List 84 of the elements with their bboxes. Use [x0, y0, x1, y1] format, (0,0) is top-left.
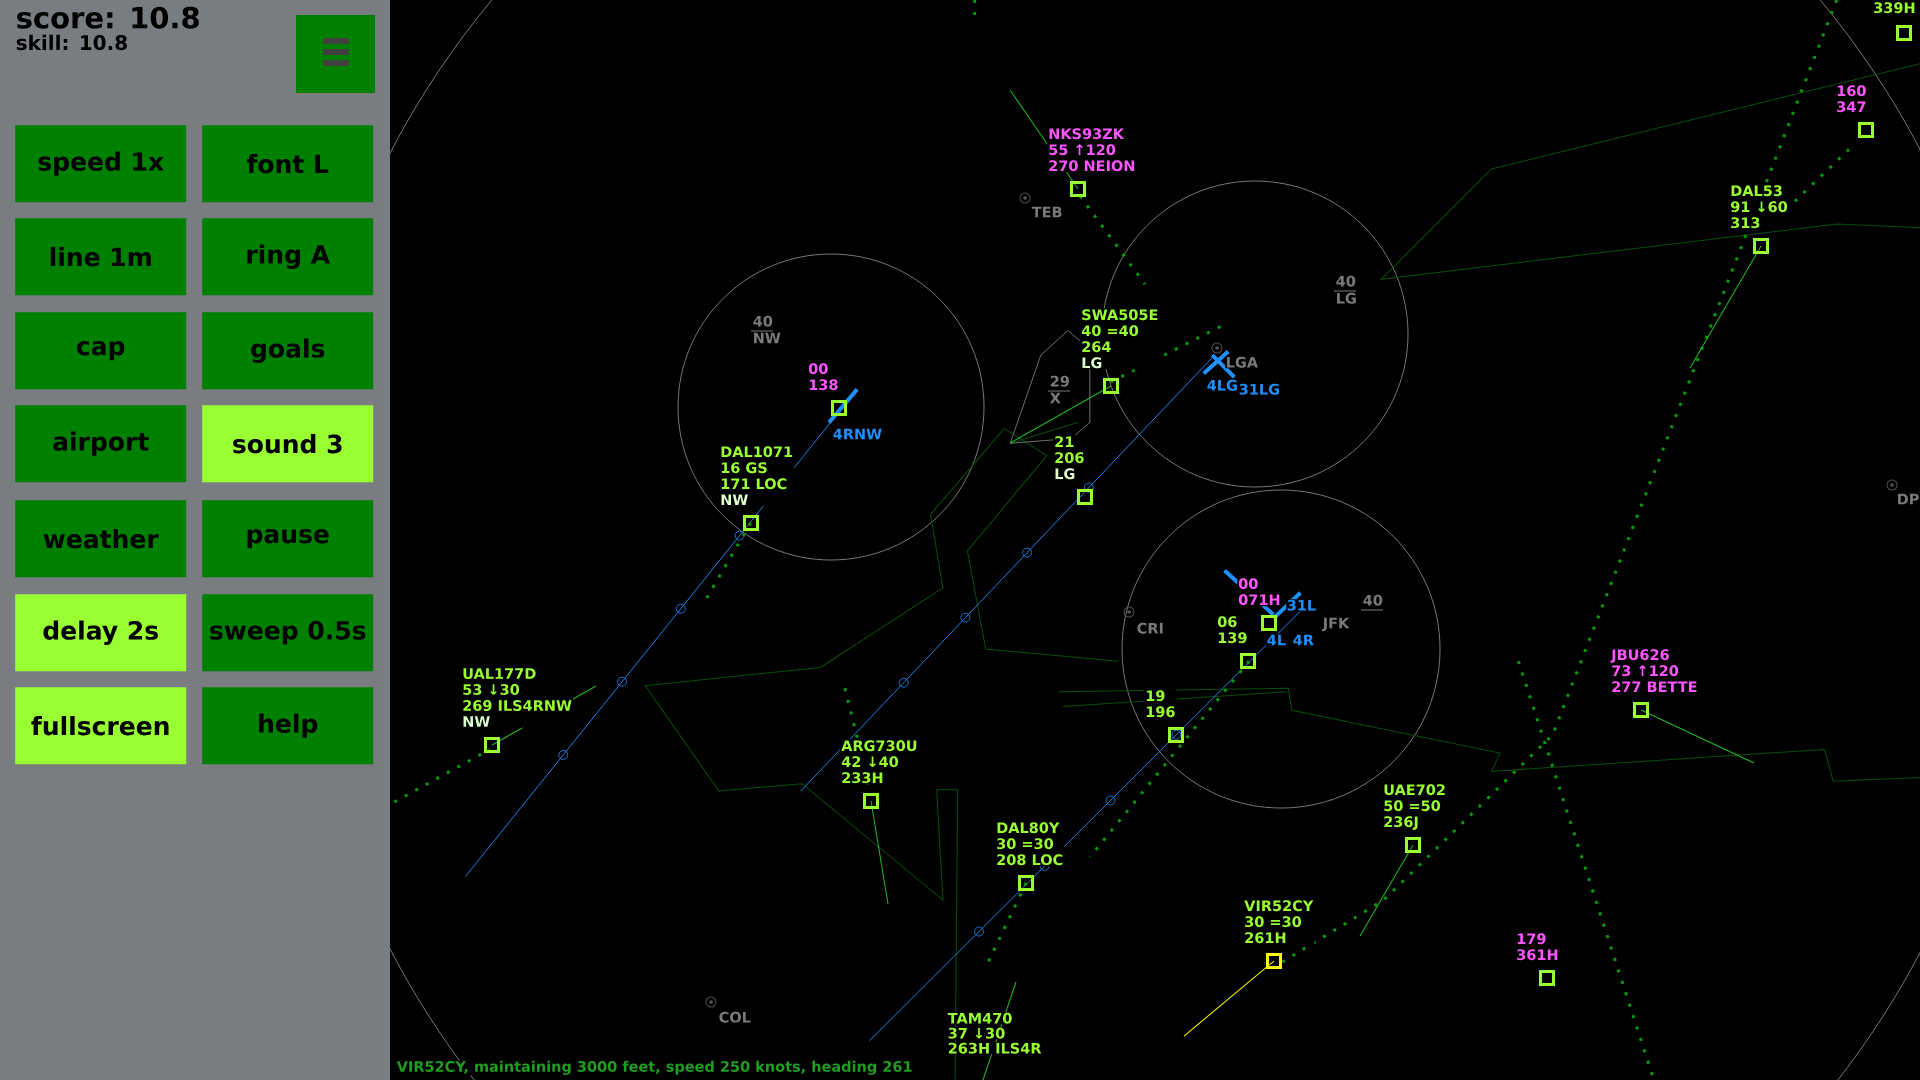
data-block: 19 196	[1144, 689, 1177, 719]
data-block: 179 361H	[1515, 932, 1560, 962]
runway-label: 4L	[1266, 634, 1287, 646]
data-block: UAE702 50 =50 236J	[1382, 783, 1447, 831]
button: font L	[202, 125, 374, 203]
button: speed 1x	[15, 125, 187, 203]
score-text: score: 10.8	[15, 6, 202, 30]
runway-label: 4RNW	[832, 428, 883, 440]
data-block: DAL80Y 30 =30 208 LOC	[995, 821, 1065, 867]
data-block: 339H	[1872, 1, 1917, 15]
runway-label: 31LG	[1238, 383, 1281, 396]
node-label: DAL1071	[721, 446, 793, 458]
aircraft-target	[1077, 489, 1093, 505]
altitude-label: 40	[1362, 594, 1384, 607]
data-block: 160 347	[1835, 84, 1868, 114]
map-label: DP	[1896, 493, 1920, 505]
altitude-label: 40	[1335, 275, 1357, 288]
aircraft-target	[863, 793, 879, 809]
data-block: DAL1071 16 GS 171 LOC NW	[719, 445, 795, 506]
node-label: 16 GS	[721, 462, 767, 474]
data-block: 06 139	[1216, 615, 1249, 645]
skill-text: skill: 10.8	[15, 34, 129, 51]
map-label: LGA	[1225, 356, 1259, 369]
node-label: NW	[463, 716, 490, 727]
altitude-label: 40	[752, 315, 774, 328]
node-label: LG	[1082, 357, 1102, 369]
data-block: SWA505E 40 =40 264 LG	[1080, 308, 1160, 370]
aircraft-target	[743, 515, 759, 531]
aircraft-target	[1266, 953, 1282, 969]
map-label: LG	[1335, 292, 1358, 305]
data-block: VIR52CY 30 =30 261H	[1243, 899, 1315, 945]
aircraft-target	[1070, 181, 1086, 197]
aircraft-target	[1103, 378, 1119, 394]
map-label: TEB	[1031, 206, 1064, 218]
aircraft-target	[1896, 25, 1912, 41]
button: ring A	[202, 218, 374, 296]
aircraft-target	[484, 737, 500, 753]
node-label: 53 ↓30	[463, 684, 520, 695]
altitude-label: 29	[1049, 375, 1071, 388]
status-message: VIR52CY, maintaining 3000 feet, speed 250 knots, heading 261	[396, 1060, 914, 1076]
button: sound 3	[202, 405, 374, 483]
aircraft-target	[1261, 615, 1277, 631]
aircraft-target	[1858, 122, 1874, 138]
button: help	[202, 687, 374, 765]
aircraft-target	[1240, 653, 1256, 669]
data-block: JBU626 73 ↑120 277 BETTE	[1610, 648, 1699, 693]
button: airport	[15, 405, 187, 483]
runway-label: 31L	[1286, 599, 1317, 612]
node-label: 264	[1082, 341, 1111, 353]
button: goals	[202, 312, 374, 390]
map-label: JFK	[1321, 617, 1350, 632]
data-block: NKS93ZK 55 ↑120 270 NEION	[1047, 127, 1137, 173]
button: sweep 0.5s	[202, 594, 374, 672]
button: line 1m	[15, 218, 187, 296]
map-label: CRI	[1136, 622, 1165, 635]
node-label: NW	[721, 494, 748, 505]
map-label: X	[1049, 392, 1062, 404]
node-label: UAL177D	[463, 668, 536, 679]
button: delay 2s	[15, 594, 187, 672]
button: weather	[15, 500, 187, 578]
aircraft-target	[1633, 702, 1649, 718]
aircraft-target	[1539, 970, 1555, 986]
aircraft-target	[831, 400, 847, 416]
data-block: 21 206 LG	[1053, 435, 1086, 481]
runway-label: 4LG	[1206, 379, 1239, 392]
data-block: DAL53 91 ↓60 313	[1729, 184, 1789, 230]
node-label: 171 LOC	[721, 478, 787, 490]
map-label: COL	[718, 1011, 752, 1024]
data-block: UAL177D 53 ↓30 269 ILS4RNW NW	[461, 667, 573, 728]
data-block: 00 138	[807, 362, 840, 392]
node-label: 40 =40	[1081, 325, 1139, 337]
node-label: 269 ILS4RNW	[463, 700, 572, 711]
data-block: 00 071H	[1237, 577, 1282, 607]
aircraft-target	[1018, 875, 1034, 891]
button: fullscreen	[15, 687, 187, 765]
runway-label: 4R	[1292, 634, 1315, 646]
map-label: NW	[752, 332, 782, 344]
aircraft-target	[1753, 238, 1769, 254]
button: pause	[202, 500, 374, 578]
button: cap	[15, 312, 187, 390]
data-block: ARG730U 42 ↓40 233H	[840, 739, 919, 785]
aircraft-target	[1168, 727, 1184, 743]
aircraft-target	[1405, 837, 1421, 853]
node-label: SWA505E	[1082, 309, 1158, 321]
